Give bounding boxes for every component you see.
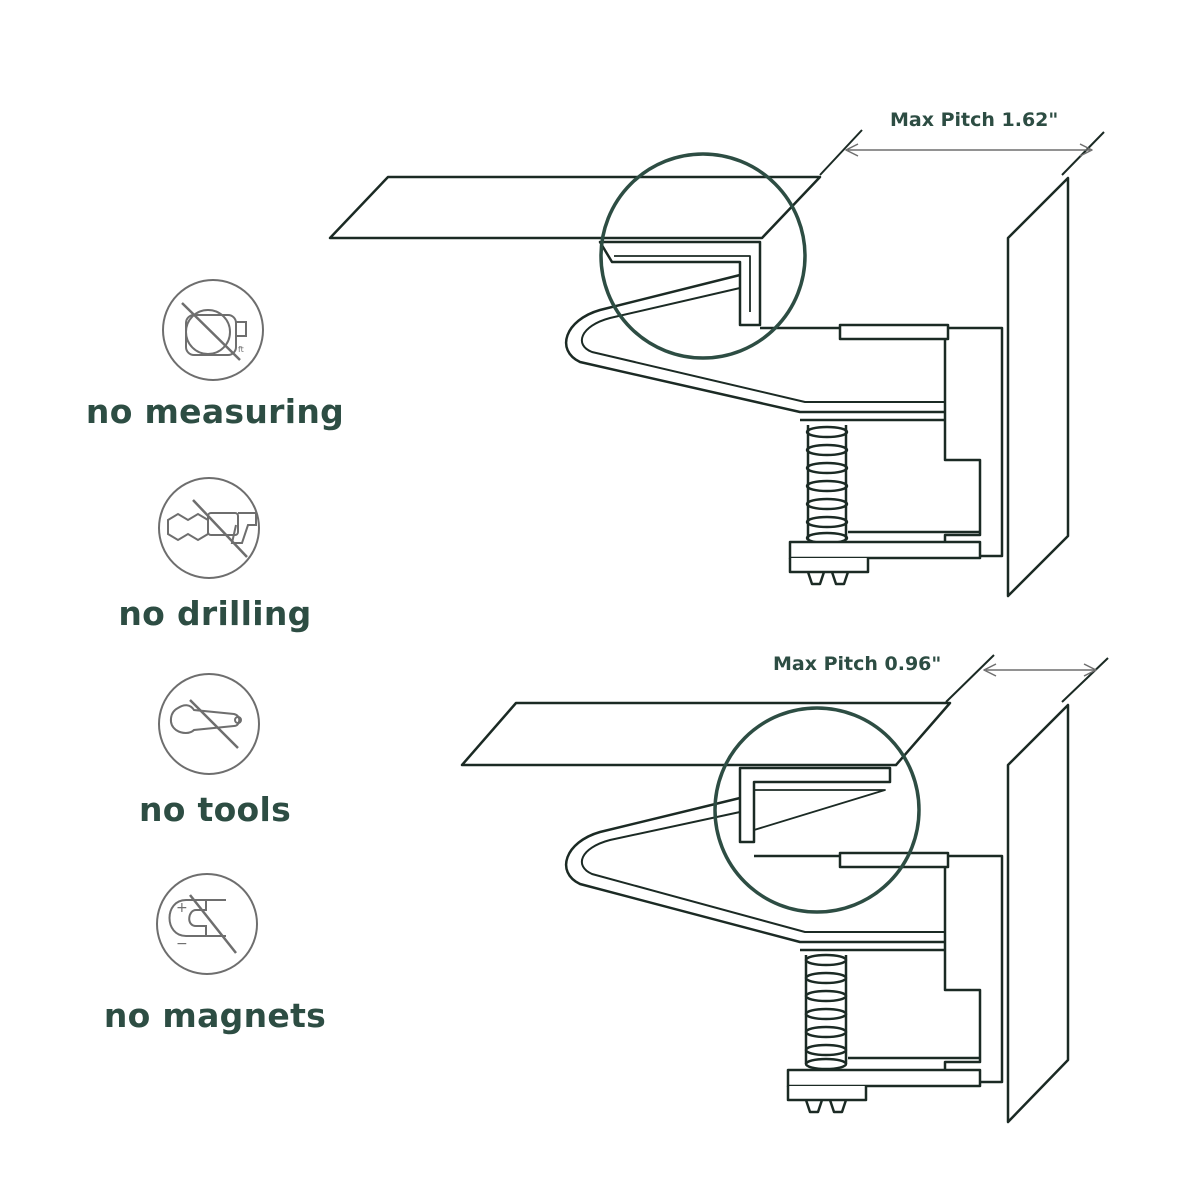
pitch-label-bottom: Max Pitch 0.96": [773, 653, 941, 675]
tape-measure-crossed-icon: ft: [162, 279, 264, 381]
countertop-slab: [328, 175, 822, 240]
latch-hook: [564, 273, 945, 414]
drill-crossed-icon: [158, 477, 260, 579]
cabinet-panel: [1006, 176, 1070, 598]
latch-base-block: [943, 854, 1004, 1084]
feature-label-no-tools: no tools: [138, 790, 292, 829]
catch-bracket: [598, 240, 762, 327]
catch-bracket: [738, 766, 892, 844]
wrench-crossed-icon: [158, 673, 260, 775]
feature-label-no-magnets: no magnets: [103, 996, 327, 1035]
countertop-slab: [460, 701, 952, 767]
feature-label-no-drilling: no drilling: [118, 594, 312, 633]
detail-magnifier: [713, 706, 921, 914]
detail-magnifier: [599, 152, 807, 360]
magnet-crossed-icon: + −: [156, 873, 258, 975]
spring: [805, 425, 849, 545]
pitch-label-top: Max Pitch 1.62": [890, 109, 1058, 131]
feature-label-no-measuring: no measuring: [85, 392, 345, 431]
latch-diagram-top: [328, 129, 1105, 598]
release-plate: [786, 1068, 982, 1088]
latch-diagram-bottom: [460, 654, 1109, 1124]
svg-text:+: +: [176, 900, 188, 916]
latch-hook: [564, 796, 945, 944]
latch-base-block: [943, 326, 1004, 558]
svg-text:ft: ft: [238, 345, 244, 354]
release-plate: [788, 540, 982, 560]
spring: [804, 953, 848, 1071]
svg-text:−: −: [176, 936, 188, 952]
cabinet-panel: [1006, 703, 1070, 1124]
